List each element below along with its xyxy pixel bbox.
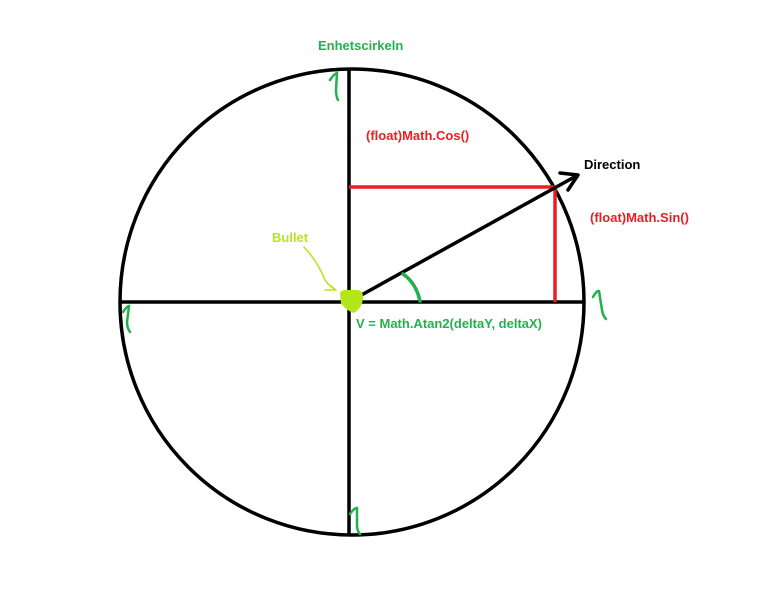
tick-mark-top xyxy=(328,71,340,102)
diagram-title: Enhetscirkeln xyxy=(318,38,404,53)
sin-label: (float)Math.Sin() xyxy=(590,210,689,225)
tick-mark-left xyxy=(121,304,132,334)
angle-formula-label: V = Math.Atan2(deltaY, deltaX) xyxy=(356,316,543,331)
bullet-label: Bullet xyxy=(272,230,309,245)
tick-mark-right xyxy=(591,289,608,321)
angle-arc xyxy=(401,272,422,303)
bullet-pointer-head xyxy=(324,282,337,291)
bullet-pointer-line xyxy=(303,246,337,291)
direction-label: Direction xyxy=(584,157,641,172)
tick-mark-bottom xyxy=(348,506,362,536)
bullet-dot-icon xyxy=(340,290,363,313)
direction-vector xyxy=(355,173,579,300)
cos-label: (float)Math.Cos() xyxy=(366,128,470,143)
arrowhead-icon xyxy=(558,171,580,192)
